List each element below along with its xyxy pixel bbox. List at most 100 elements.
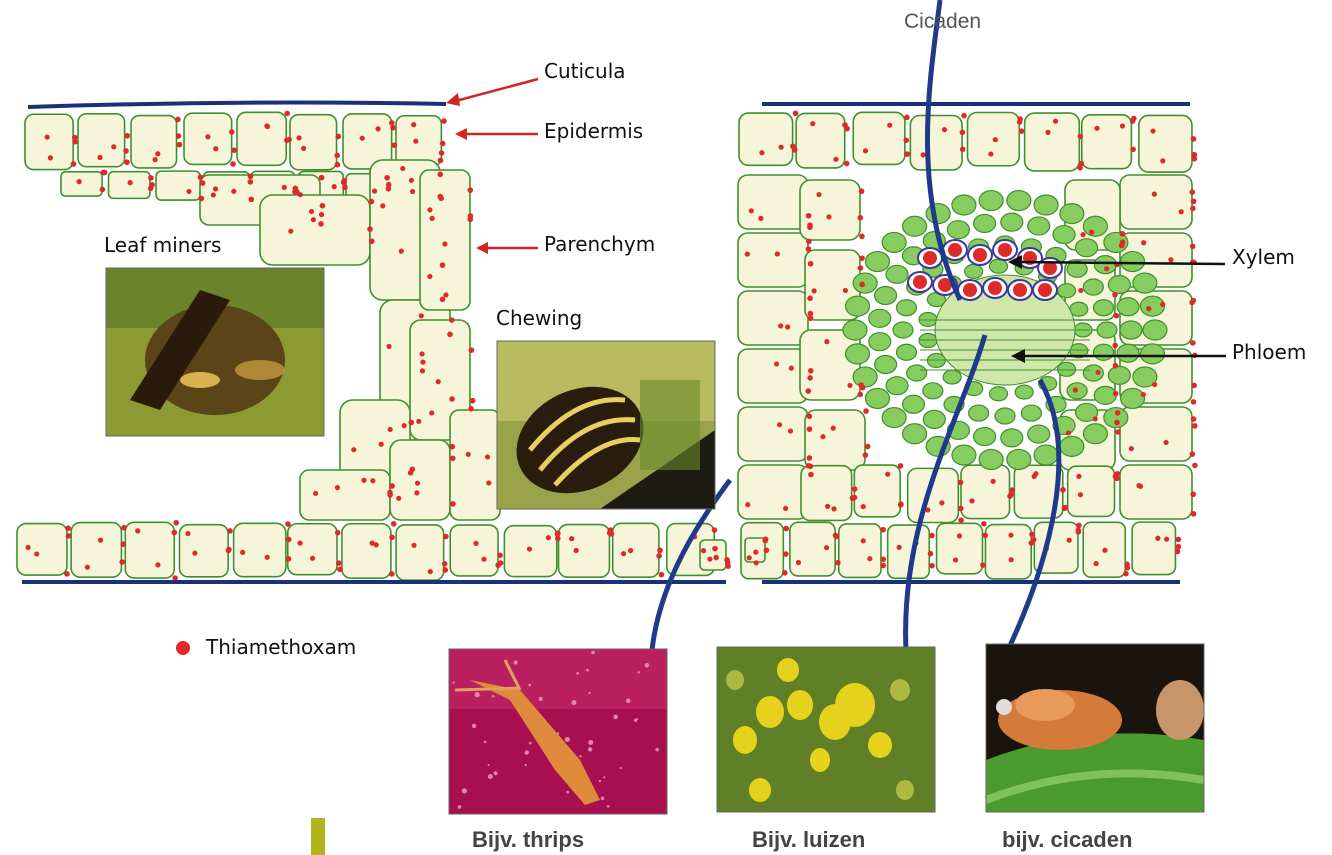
thiamethoxam-dot [852, 486, 858, 492]
thiamethoxam-dot [747, 555, 752, 560]
thiamethoxam-dot [807, 426, 813, 432]
thiamethoxam-dot [380, 203, 385, 208]
speck [472, 724, 476, 728]
thiamethoxam-dot [928, 551, 934, 557]
bundle-cell [1021, 405, 1041, 421]
thiamethoxam-dot [1104, 266, 1109, 271]
thiamethoxam-dot [701, 548, 706, 553]
thiamethoxam-dot [64, 571, 70, 577]
bundle-cell [952, 445, 976, 465]
cell [1120, 465, 1192, 519]
thiamethoxam-dot [1150, 128, 1155, 133]
thiamethoxam-dot [805, 388, 811, 394]
thiamethoxam-dot [843, 288, 848, 293]
speck [475, 692, 480, 697]
thiamethoxam-dot [1191, 298, 1197, 304]
xylem-dot [948, 243, 962, 257]
thiamethoxam-dot [1102, 548, 1107, 553]
caption-cicaden: bijv. cicaden [1002, 827, 1132, 853]
thiamethoxam-dot [957, 533, 962, 538]
thiamethoxam-dot [292, 189, 298, 195]
thiamethoxam-dot [443, 292, 448, 297]
thiamethoxam-dot [211, 192, 216, 197]
xylem-dot [973, 248, 987, 262]
bundle-cell [1015, 385, 1033, 399]
thiamethoxam-dot [1019, 128, 1025, 134]
thiamethoxam-dot [1130, 147, 1136, 153]
thiamethoxam-dot [824, 339, 829, 344]
thiamethoxam-dot [842, 122, 848, 128]
bundle-cell [1001, 213, 1023, 231]
speck [613, 715, 618, 720]
thiamethoxam-dot [825, 504, 830, 509]
thiamethoxam-dot [1130, 118, 1136, 124]
thiamethoxam-dot [712, 546, 718, 552]
thiamethoxam-dot [175, 117, 181, 123]
thiamethoxam-dot [265, 124, 270, 129]
thiamethoxam-dot [411, 543, 416, 548]
speck [591, 651, 595, 655]
thiamethoxam-dot [1176, 544, 1182, 550]
bundle-cell [923, 383, 943, 399]
thiamethoxam-dot [859, 282, 865, 288]
thiamethoxam-dot [939, 500, 944, 505]
thiamethoxam-dot [806, 213, 812, 219]
thiamethoxam-dot [440, 296, 446, 302]
bundle-cell [1108, 366, 1130, 384]
thiamethoxam-dot [1192, 423, 1198, 429]
bundle-cell [869, 333, 891, 351]
thiamethoxam-dot [1093, 416, 1098, 421]
cell [738, 175, 808, 229]
thiamethoxam-dot [897, 545, 902, 550]
thiamethoxam-dot [313, 491, 318, 496]
thiamethoxam-dot [361, 478, 366, 483]
thiamethoxam-dot [816, 192, 821, 197]
cell [738, 349, 808, 403]
bundle-cell [1034, 445, 1058, 465]
thiamethoxam-dot [831, 426, 836, 431]
thiamethoxam-dot [100, 187, 106, 193]
thiamethoxam-dot [409, 178, 414, 183]
thiamethoxam-dot [391, 142, 397, 148]
thiamethoxam-dot [335, 485, 340, 490]
thiamethoxam-dot [1078, 288, 1083, 293]
thiamethoxam-dot [1190, 244, 1196, 250]
thiamethoxam-dot [1191, 136, 1197, 142]
thiamethoxam-dot [230, 161, 236, 167]
speck [588, 747, 592, 751]
thiamethoxam-dot [34, 551, 39, 556]
thiamethoxam-dot [1115, 429, 1121, 435]
speck [528, 684, 531, 687]
bundle-cell [1117, 298, 1139, 316]
speck [601, 797, 605, 801]
speck [571, 700, 576, 705]
thiamethoxam-dot [1160, 302, 1165, 307]
thiamethoxam-dot [172, 530, 178, 536]
thiamethoxam-dot [1155, 536, 1160, 541]
thiamethoxam-dot [859, 234, 865, 240]
thiamethoxam-dot [861, 504, 866, 509]
bundle-cell [947, 221, 969, 239]
thiamethoxam-dot [764, 547, 770, 553]
thiamethoxam-dot [969, 498, 974, 503]
thiamethoxam-dot [1093, 561, 1098, 566]
thiamethoxam-dot [1078, 161, 1084, 167]
thiamethoxam-dot [527, 546, 532, 551]
bundle-cell [1094, 386, 1116, 404]
thiamethoxam-dot [1191, 399, 1197, 405]
cell [910, 115, 962, 169]
speck [565, 737, 570, 742]
speck [603, 776, 605, 778]
speck [462, 788, 467, 793]
thiamethoxam-dot [807, 455, 813, 461]
thiamethoxam-dot [77, 179, 82, 184]
bundle-cell [926, 204, 950, 224]
bundle-cell [846, 344, 870, 364]
thiamethoxam-dot [213, 186, 218, 191]
thiamethoxam-dot [1029, 532, 1035, 538]
thiamethoxam-dot [360, 136, 365, 141]
thiamethoxam-dot [981, 521, 987, 527]
xylem-dot [1038, 283, 1052, 297]
speck [566, 791, 569, 794]
cell [342, 524, 391, 578]
